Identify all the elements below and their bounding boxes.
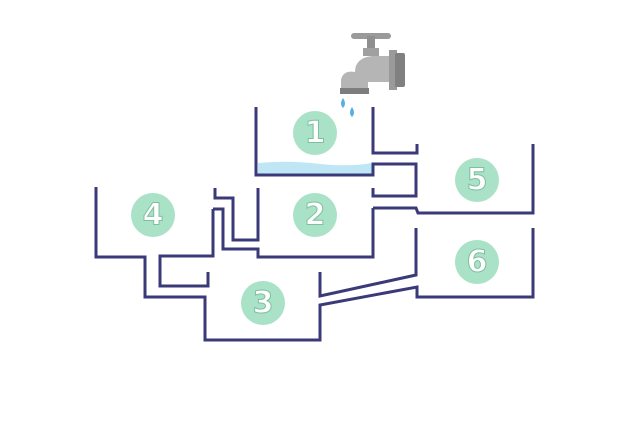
container-5-walls	[373, 144, 535, 215]
container-1-walls	[254, 107, 418, 198]
container-4-badge: 4	[131, 193, 175, 237]
container-2-inner-pipe	[213, 188, 260, 242]
pipe-walls	[94, 107, 535, 342]
svg-text:2: 2	[305, 198, 326, 233]
svg-text:5: 5	[467, 163, 488, 198]
container-5-badge: 5	[455, 158, 499, 202]
container-4-pipe	[158, 209, 215, 288]
container-3-badge: 3	[241, 281, 285, 325]
container-3-6-pipe	[318, 228, 418, 298]
container-4-container-3-walls	[94, 187, 535, 342]
container-6-badge: 6	[455, 240, 499, 284]
svg-text:6: 6	[467, 245, 488, 280]
container-1-right-wall	[371, 107, 419, 155]
water	[258, 161, 372, 174]
water-drop-icon	[341, 98, 354, 117]
faucet-icon	[340, 33, 405, 94]
container-1-badge: 1	[293, 111, 337, 155]
svg-text:1: 1	[305, 116, 326, 151]
svg-text:4: 4	[143, 198, 164, 233]
container-2-badge: 2	[293, 193, 337, 237]
svg-text:3: 3	[253, 286, 274, 321]
container-2-outer-pipe	[213, 207, 375, 259]
